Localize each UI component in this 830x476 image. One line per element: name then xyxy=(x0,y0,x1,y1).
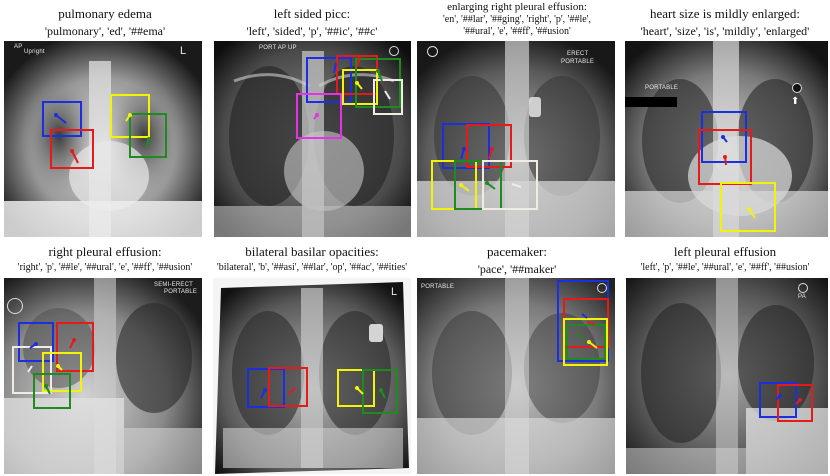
attention-box-red xyxy=(466,124,512,168)
chest-xray-image: PA xyxy=(626,278,828,474)
attention-box-red xyxy=(56,322,94,372)
caption-phrase: pacemaker: xyxy=(487,244,547,259)
attention-box-green xyxy=(566,324,606,360)
panel-caption: pacemaker: 'pace', '##maker' xyxy=(414,244,620,277)
attention-box-blue xyxy=(306,57,352,103)
xray-label: Upright xyxy=(24,49,45,55)
figure-panel-enlarging-right-pleural-effusion: enlarging right pleural effusion: 'en', … xyxy=(414,0,620,238)
caption-phrase: heart size is mildly enlarged: xyxy=(650,6,800,21)
caption-tokens: 'en', '##lar', '##ging', 'right', 'p', '… xyxy=(443,14,591,25)
attention-box-red xyxy=(698,129,752,185)
marker-icon xyxy=(792,83,802,93)
attention-box-blue xyxy=(18,322,54,362)
caption-tokens: 'pulmonary', 'ed', '##ema' xyxy=(44,24,166,38)
panel-caption: pulmonary edema 'pulmonary', 'ed', '##em… xyxy=(0,6,210,39)
marker-icon xyxy=(798,283,808,293)
panel-caption: right pleural effusion: 'right', 'p', '#… xyxy=(0,244,210,273)
caption-phrase: right pleural effusion: xyxy=(48,244,162,259)
panel-caption: bilateral basilar opacities: 'bilateral'… xyxy=(210,244,414,273)
caption-phrase: pulmonary edema xyxy=(58,6,152,21)
xray-label: PORTABLE xyxy=(645,85,679,91)
panel-caption: left sided picc: 'left', 'sided', 'p', '… xyxy=(210,6,414,39)
attention-box-green xyxy=(454,160,502,210)
marker-icon xyxy=(427,46,438,57)
chest-xray-image: ERECT PORTABLE xyxy=(417,41,615,237)
attention-box-yellow xyxy=(42,352,82,392)
chest-xray-image: SEMI-ERECT PORTABLE xyxy=(4,278,202,474)
caption-tokens: 'left', 'sided', 'p', '##ic', '##c' xyxy=(246,24,378,38)
xray-label: PORT AP UP xyxy=(259,45,297,51)
chest-xray-image: PORT AP UP xyxy=(214,41,411,237)
xray-label: L xyxy=(180,45,187,57)
chest-xray-image: PORTABLE xyxy=(417,278,615,474)
xray-label: PA xyxy=(798,294,806,300)
caption-phrase: left sided picc: xyxy=(273,6,351,21)
xray-label: ERECT xyxy=(567,51,589,57)
figure-panel-pulmonary-edema: pulmonary edema 'pulmonary', 'ed', '##em… xyxy=(0,0,210,238)
panel-caption: heart size is mildly enlarged: 'heart', … xyxy=(620,6,830,39)
xray-label: L xyxy=(391,286,398,298)
attention-box-red xyxy=(268,367,308,407)
marker-icon xyxy=(597,283,607,293)
attention-box-blue xyxy=(247,368,285,408)
figure-panel-pacemaker: pacemaker: 'pace', '##maker' PORTABLE xyxy=(414,238,620,476)
caption-tokens: 'bilateral', 'b', '##asi', '##lar', 'op'… xyxy=(216,262,408,273)
figure-panel-right-pleural-effusion: right pleural effusion: 'right', 'p', '#… xyxy=(0,238,210,476)
attention-box-white xyxy=(373,79,403,115)
panel-caption: enlarging right pleural effusion: 'en', … xyxy=(414,1,620,37)
chest-xray-image: PORTABLE ⬆ xyxy=(625,41,828,237)
figure-panel-bilateral-basilar-opacities: bilateral basilar opacities: 'bilateral'… xyxy=(210,238,414,476)
xray-label: SEMI-ERECT xyxy=(154,282,194,288)
attention-box-yellow xyxy=(337,369,375,407)
xray-label: PORTABLE xyxy=(421,284,455,290)
xray-label: PORTABLE xyxy=(164,289,198,295)
figure-panel-heart-size-mildly-enlarged: heart size is mildly enlarged: 'heart', … xyxy=(620,0,830,238)
caption-tokens: 'left', 'p', '##le', '##ural', 'e', '##f… xyxy=(640,262,810,273)
attention-box-green xyxy=(33,373,71,409)
chest-xray-image: AP Upright L xyxy=(4,41,202,237)
attention-box-blue xyxy=(42,101,82,137)
attention-box-red xyxy=(50,129,94,169)
attention-box-magenta xyxy=(296,93,342,139)
caption-tokens: 'pace', '##maker' xyxy=(477,262,557,276)
caption-phrase: enlarging right pleural effusion: xyxy=(447,1,587,13)
attention-box-blue xyxy=(701,111,747,163)
attention-box-yellow xyxy=(563,318,608,366)
attention-box-green xyxy=(129,113,167,158)
arrow-up-icon: ⬆ xyxy=(791,96,800,107)
xray-label: AP xyxy=(14,44,23,50)
caption-tokens: 'right', 'p', '##le', '##ural', 'e', '##… xyxy=(17,262,193,273)
caption-tokens: '##ural', 'e', '##ff', '##usion' xyxy=(463,26,571,37)
attention-box-red xyxy=(777,384,813,422)
attention-box-white xyxy=(482,160,538,210)
figure-panel-left-pleural-effusion: left pleural effusion 'left', 'p', '##le… xyxy=(620,238,830,476)
caption-phrase: bilateral basilar opacities: xyxy=(245,244,379,259)
chest-xray-image: L xyxy=(213,278,411,474)
figure-panel-left-sided-picc: left sided picc: 'left', 'sided', 'p', '… xyxy=(210,0,414,238)
caption-phrase: left pleural effusion xyxy=(673,244,777,259)
marker-icon xyxy=(7,298,23,314)
xray-label: PORTABLE xyxy=(561,59,595,65)
attention-box-green xyxy=(362,369,398,414)
marker-icon xyxy=(389,46,399,56)
attention-box-yellow xyxy=(720,182,776,232)
panel-caption: left pleural effusion 'left', 'p', '##le… xyxy=(620,244,830,273)
attention-box-yellow xyxy=(342,69,378,105)
caption-tokens: 'heart', 'size', 'is', 'mildly', 'enlarg… xyxy=(640,24,810,38)
